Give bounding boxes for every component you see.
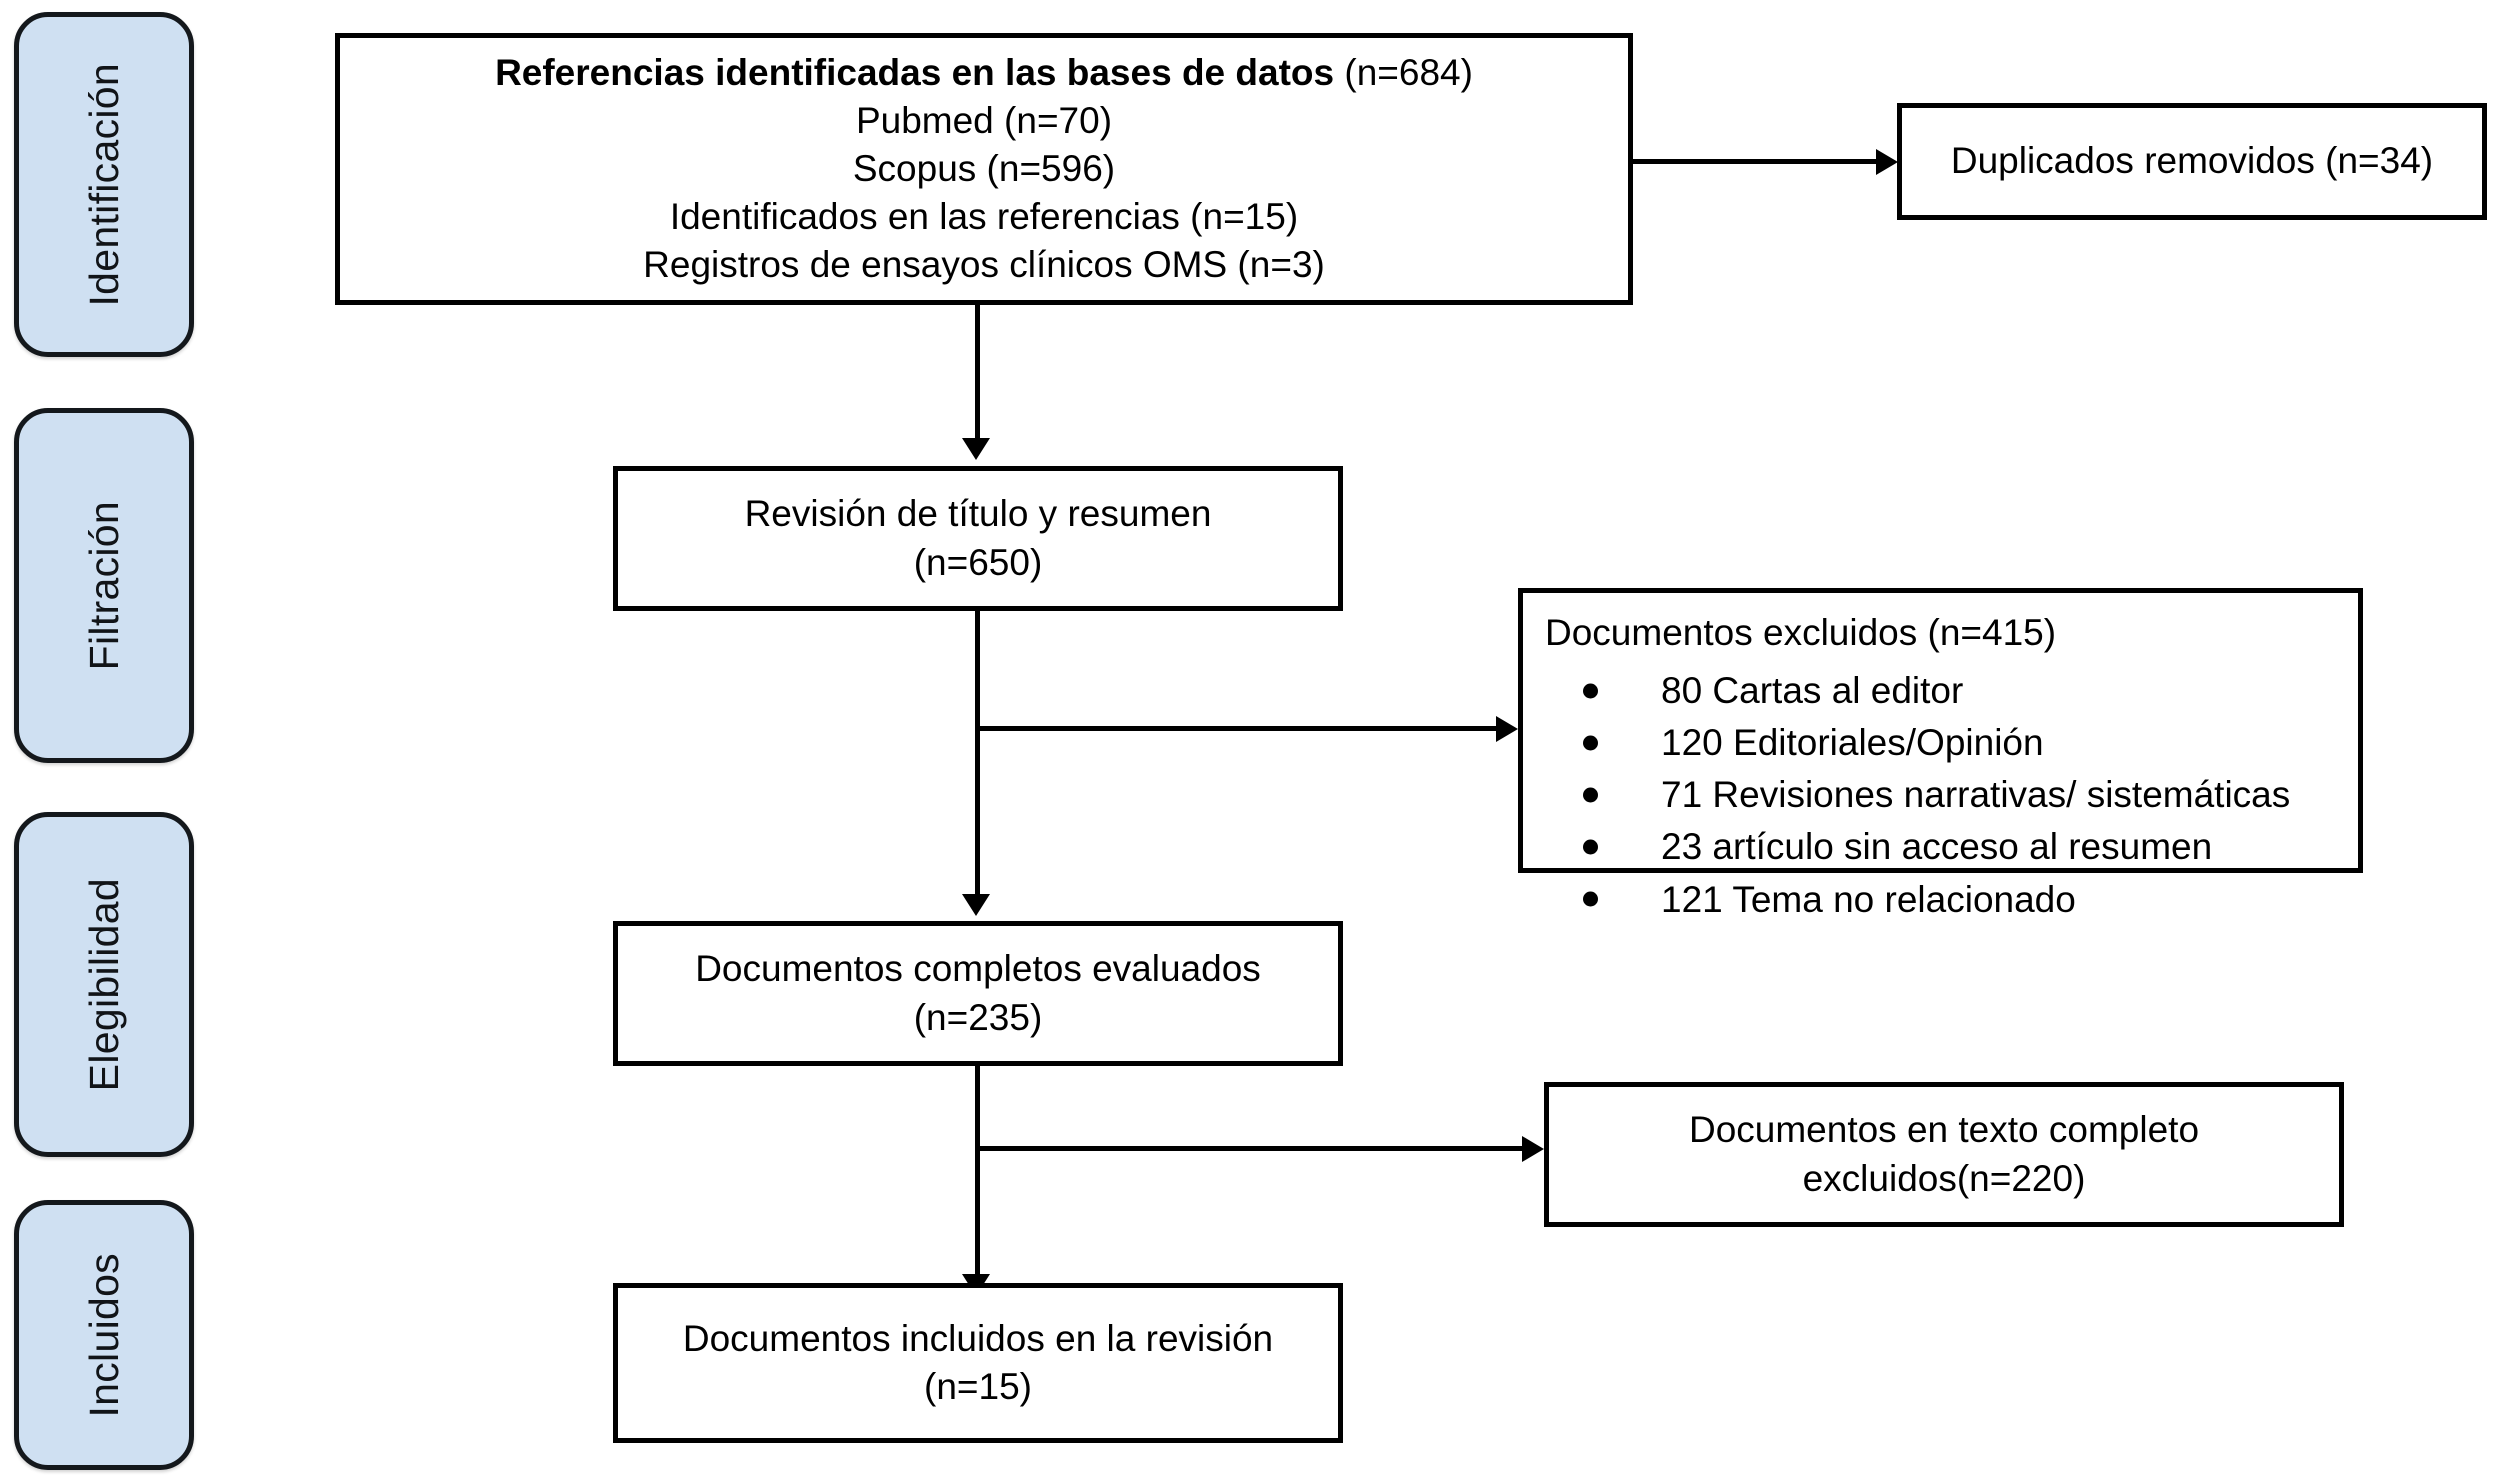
box-fulltext-excluded-line1: Documentos en texto completo <box>1688 1109 2200 1151</box>
box-identified-source-oms: Registros de ensayos clínicos OMS (n=3) <box>643 244 1325 286</box>
box-identified-source-pubmed: Pubmed (n=70) <box>855 99 1113 141</box>
list-item: 80 Cartas al editor <box>1583 668 2358 713</box>
list-item: 120 Editoriales/Opinión <box>1583 720 2358 765</box>
box-documentos-completos-evaluados: Documentos completos evaluados (n=235) <box>613 921 1343 1066</box>
stage-box-elegibilidad: Elegibilidad <box>14 812 194 1157</box>
box-included-line1: Documentos incluidos en la revisión <box>682 1317 1274 1359</box>
bullet-icon <box>1583 839 1598 855</box>
box-identified-title-bold: Referencias identificadas en las bases d… <box>495 51 1335 93</box>
stage-label-elegibilidad: Elegibilidad <box>80 877 127 1092</box>
box-texto-completo-excluidos: Documentos en texto completo excluidos(n… <box>1544 1082 2344 1227</box>
arrowhead-to-screening <box>962 438 990 460</box>
box-identified-title: Referencias identificadas en las bases d… <box>495 49 1473 97</box>
stage-box-filtracion: Filtración <box>14 408 194 763</box>
arrowhead-to-excluidos-texto <box>1522 1136 1544 1162</box>
connector-identified-to-screening <box>975 305 980 445</box>
connector-screening-to-excluidos <box>975 726 1500 731</box>
box-screening-line1: Revisión de título y resumen <box>744 493 1212 535</box>
bullet-icon <box>1583 891 1598 907</box>
box-referencias-identificadas: Referencias identificadas en las bases d… <box>335 33 1633 305</box>
arrowhead-to-duplicates <box>1876 149 1898 175</box>
list-item-label: 23 artículo sin acceso al resumen <box>1661 826 2213 868</box>
box-excluidos-heading: Documentos excluidos (n=415) <box>1545 612 2057 653</box>
stage-box-identificacion: Identificación <box>14 12 194 357</box>
box-identified-title-count: (n=684) <box>1334 51 1473 93</box>
box-fulltext-assessed-line2: (n=235) <box>913 996 1043 1038</box>
list-item-label: 80 Cartas al editor <box>1661 670 1964 712</box>
box-identified-source-referencias: Identificados en las referencias (n=15) <box>669 196 1299 238</box>
arrowhead-to-fulltext-assessed <box>962 894 990 916</box>
list-item-label: 121 Tema no relacionado <box>1661 878 2076 920</box>
list-item: 121 Tema no relacionado <box>1583 877 2358 922</box>
box-duplicados-removidos: Duplicados removidos (n=34) <box>1897 103 2487 220</box>
list-item-label: 71 Revisiones narrativas/ sistemáticas <box>1661 774 2291 816</box>
connector-fulltext-to-excluidos-texto <box>975 1146 1527 1151</box>
stage-box-incluidos: Incluidos <box>14 1200 194 1470</box>
stage-label-filtracion: Filtración <box>80 500 127 671</box>
list-item: 23 artículo sin acceso al resumen <box>1583 824 2358 869</box>
box-documentos-incluidos: Documentos incluidos en la revisión (n=1… <box>613 1283 1343 1443</box>
box-identified-source-scopus: Scopus (n=596) <box>852 147 1116 189</box>
stage-label-incluidos: Incluidos <box>80 1252 127 1418</box>
bullet-icon <box>1583 787 1598 803</box>
list-item: 71 Revisiones narrativas/ sistemáticas <box>1583 772 2358 817</box>
box-duplicados-text: Duplicados removidos (n=34) <box>1950 140 2434 182</box>
connector-fulltext-to-included <box>975 1066 980 1281</box>
box-screening-line2: (n=650) <box>913 541 1043 583</box>
box-fulltext-assessed-line1: Documentos completos evaluados <box>695 948 1261 990</box>
box-documentos-excluidos: Documentos excluidos (n=415) 80 Cartas a… <box>1518 588 2363 920</box>
box-fulltext-excluded-line2: excluidos(n=220) <box>1802 1157 2086 1199</box>
list-item-label: 120 Editoriales/Opinión <box>1661 722 2044 764</box>
box-included-line2: (n=15) <box>924 1366 1032 1407</box>
arrowhead-to-excluidos <box>1496 716 1518 742</box>
box-excluidos-list: 80 Cartas al editor 120 Editoriales/Opin… <box>1523 661 2358 929</box>
stage-label-identificacion: Identificación <box>80 62 127 307</box>
box-revision-titulo-resumen: Revisión de título y resumen (n=650) <box>613 466 1343 611</box>
bullet-icon <box>1583 683 1598 699</box>
connector-screening-to-fulltext <box>975 611 980 901</box>
bullet-icon <box>1583 735 1598 751</box>
connector-identified-to-duplicates <box>1633 159 1883 164</box>
